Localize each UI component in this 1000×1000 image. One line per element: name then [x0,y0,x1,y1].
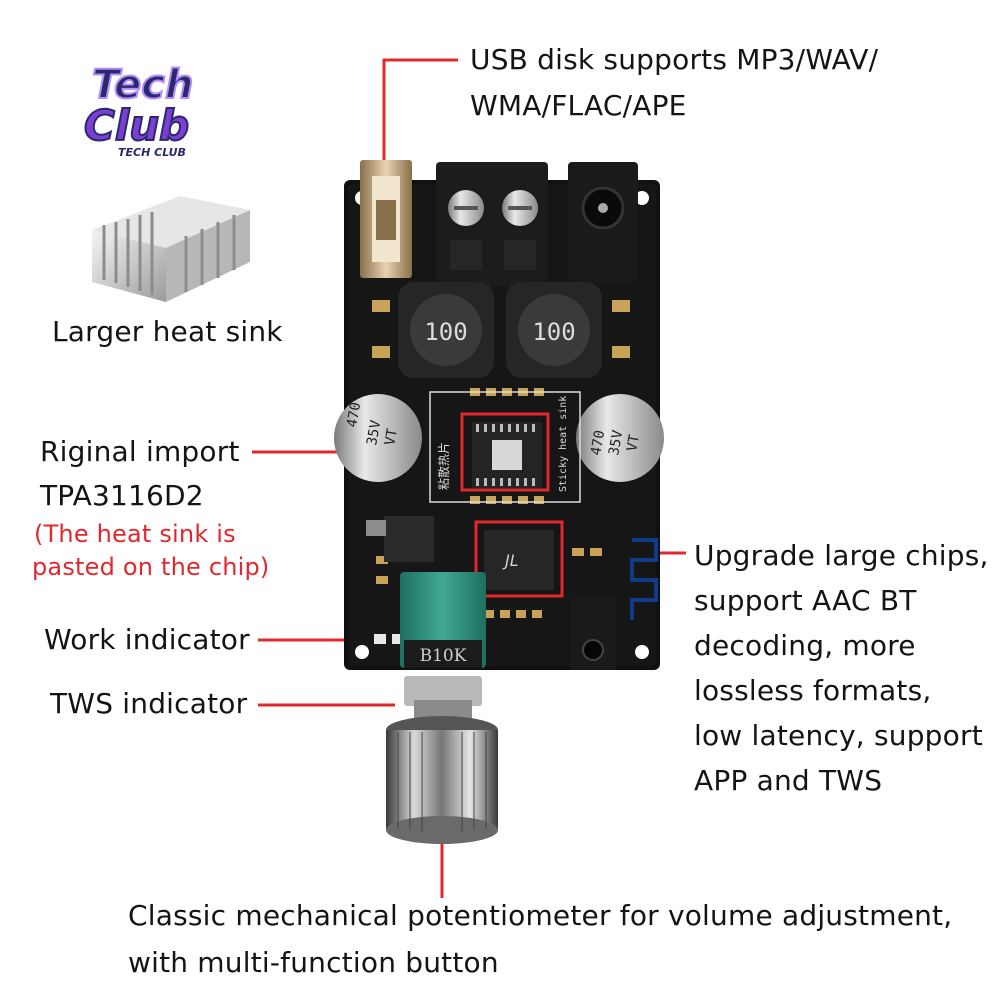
upgrade-label-line3: decoding, more [694,629,916,662]
voltage-regulator [384,516,434,562]
amplifier-board: 100 100 470 35 [334,160,664,670]
cap-left-type: VT [382,427,401,447]
chip-highlight-box [460,412,550,492]
inductor-right-marking: 100 [532,318,575,346]
usb-callout-line [382,58,458,165]
bluetooth-chip: JL [484,530,554,590]
svg-text:JL: JL [502,551,519,570]
capacitor-left: 470 35V VT [334,394,422,482]
pot-marking: B10K [420,646,467,666]
cap-left-voltage: 35V [364,418,384,446]
sticky-heat-sink-en: Sticky heat sink [558,396,569,492]
cap-right-value: 470 [588,429,608,457]
inductor-left: 100 [398,282,494,378]
tws-indicator-label: TWS indicator [50,687,248,720]
inductor-right: 100 [506,282,602,378]
heat-sink-label: Larger heat sink [52,315,283,348]
chip-label-line1: Riginal import [40,435,240,468]
tech-club-logo: Tech Club TECH CLUB [83,61,194,159]
logo-text-club: Club [84,101,189,150]
upgrade-label-line4: lossless formats, [694,674,932,707]
usb-label-line2: WMA/FLAC/APE [470,89,687,122]
cap-right-type: VT [624,433,643,453]
logo-subtext: TECH CLUB [118,146,186,159]
chip-note-line2: pasted on the chip) [32,553,270,581]
heat-sink-image [92,196,250,302]
terminal-block [436,162,548,286]
chip-label-line2: TPA3116D2 [40,479,204,512]
potentiometer-label-line2: with multi-function button [128,946,499,979]
bt-chip-highlight-box [474,520,564,598]
capacitor-right: 470 35V VT [576,394,664,482]
tpa3116d2-chip [472,422,542,488]
upgrade-label-line2: support AAC BT [694,584,917,617]
usb-port [360,160,412,278]
work-indicator-led [374,634,386,644]
dc-jack [568,162,638,282]
usb-label-line1: USB disk supports MP3/WAV/ [470,43,879,76]
potentiometer-label-line1: Classic mechanical potentiometer for vol… [128,899,953,932]
sticky-heat-sink-cn: 粘散热片 [436,442,451,490]
potentiometer: B10K [400,572,486,722]
audio-jack [570,598,616,670]
upgrade-label-line1: Upgrade large chips, [694,539,989,572]
upgrade-label-line5: low latency, support [694,719,983,752]
chip-note-line1: (The heat sink is [34,520,236,548]
upgrade-label-line6: APP and TWS [694,764,883,797]
cap-left-value: 470 [344,401,364,429]
bt-antenna [630,538,658,620]
cap-right-voltage: 35V [606,428,626,456]
inductor-left-marking: 100 [424,318,467,346]
tws-indicator-led [392,634,404,644]
work-indicator-label: Work indicator [44,623,250,656]
logo-text-tech: Tech [92,62,193,108]
volume-knob [386,716,498,844]
